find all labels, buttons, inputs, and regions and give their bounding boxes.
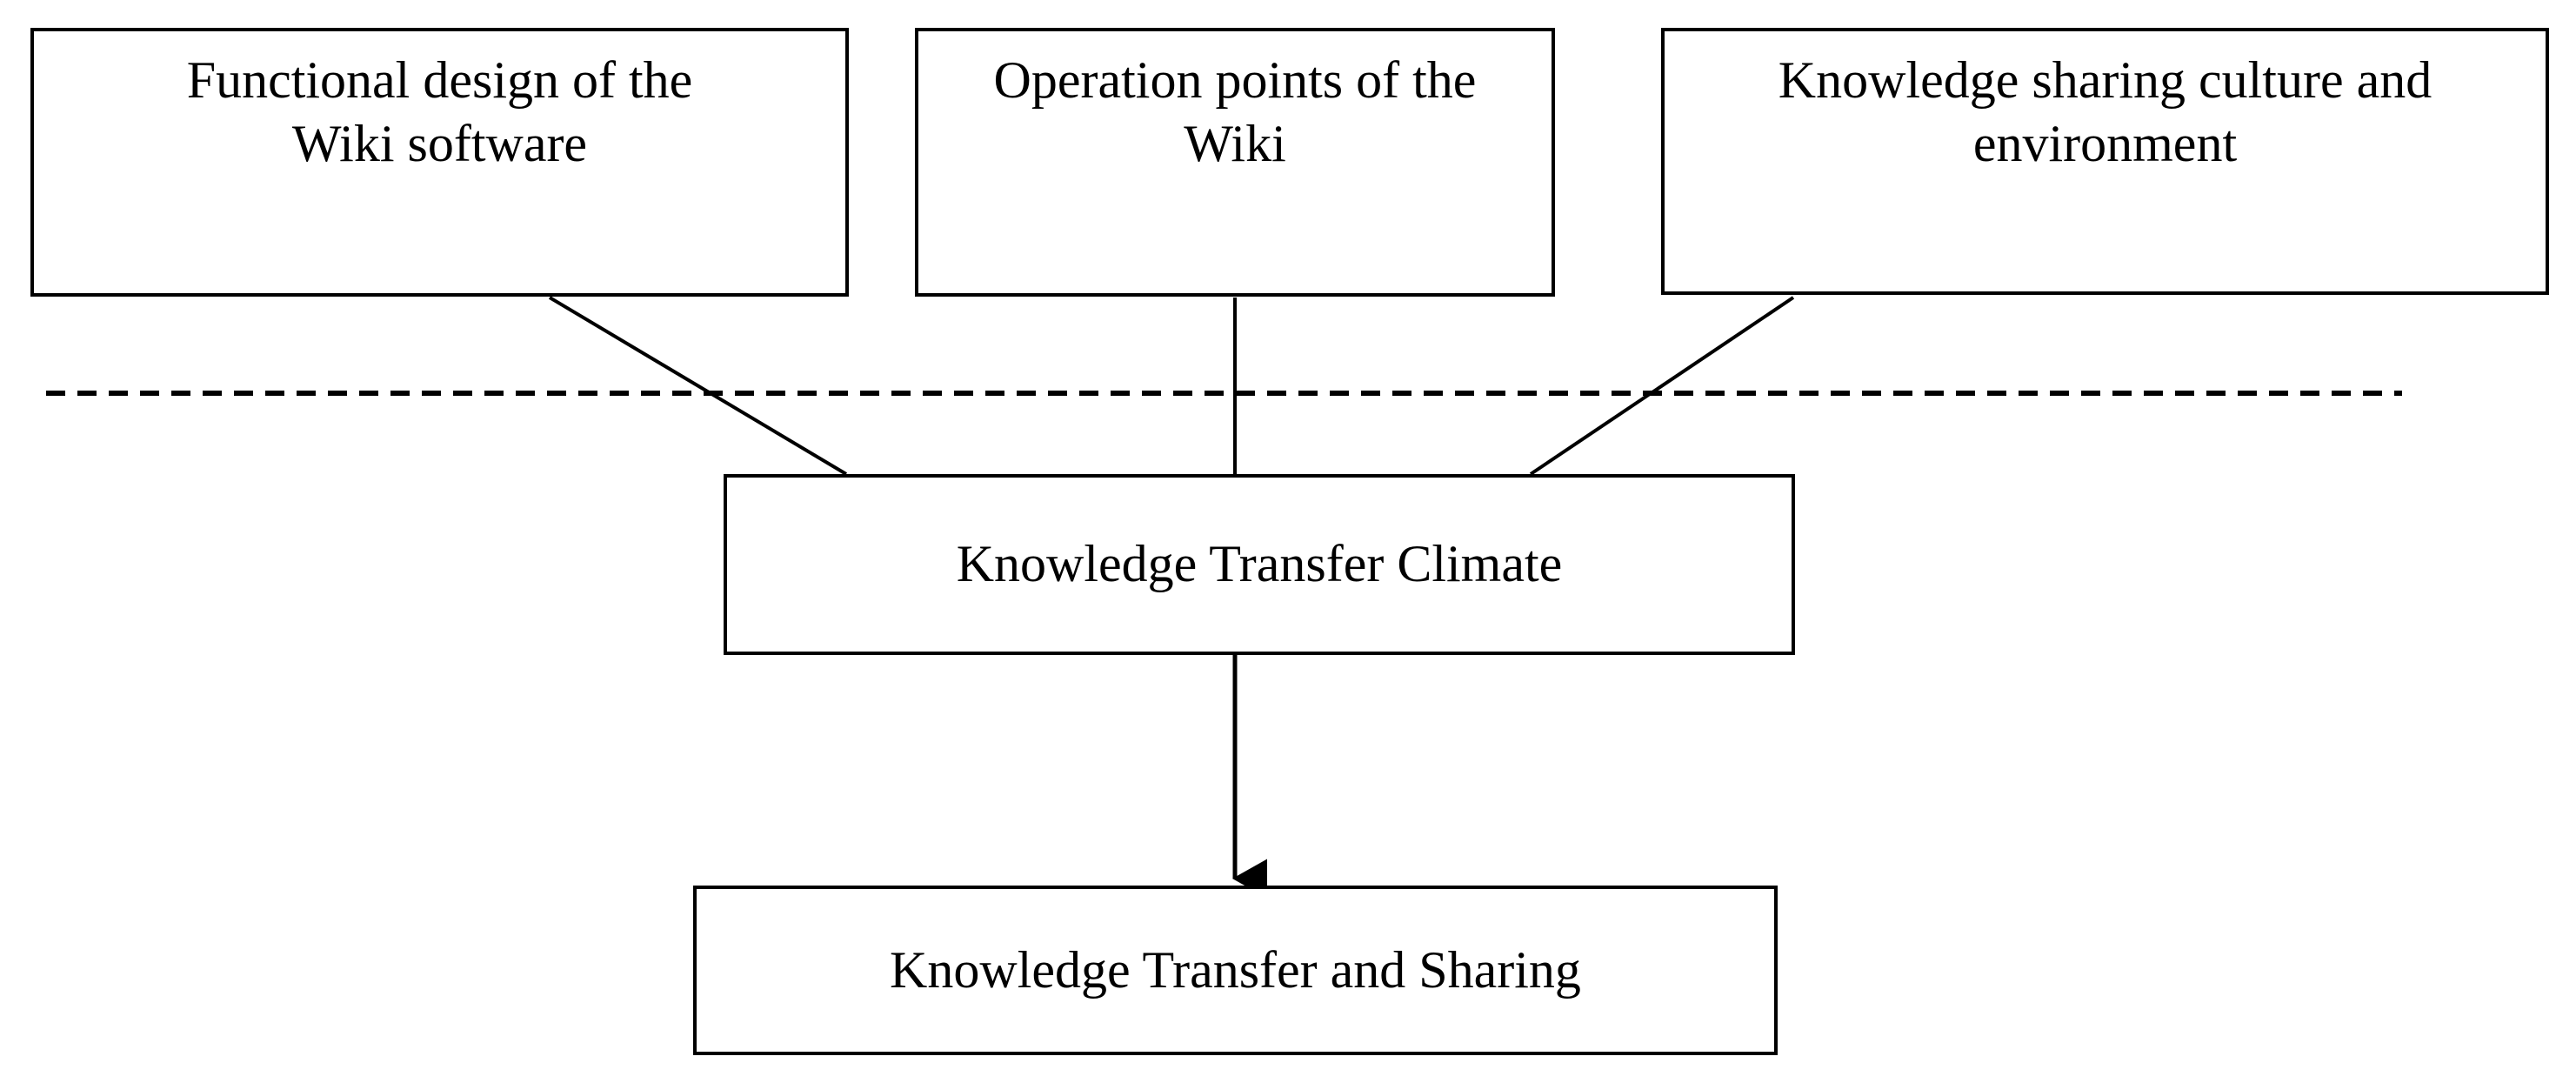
connector-sharing-culture-to-climate — [1529, 296, 1795, 476]
node-sharing-culture[interactable]: Knowledge sharing culture and environmen… — [1661, 28, 2549, 295]
node-operation-points-label: Operation points of the Wiki — [993, 51, 1477, 173]
node-transfer-sharing-label: Knowledge Transfer and Sharing — [890, 940, 1581, 999]
node-sharing-culture-label: Knowledge sharing culture and environmen… — [1778, 51, 2433, 173]
node-transfer-climate-label: Knowledge Transfer Climate — [956, 535, 1563, 593]
node-functional-design-label: Functional design of the Wiki software — [186, 51, 693, 173]
node-transfer-climate[interactable]: Knowledge Transfer Climate — [724, 474, 1795, 655]
node-transfer-sharing[interactable]: Knowledge Transfer and Sharing — [693, 886, 1778, 1055]
node-operation-points[interactable]: Operation points of the Wiki — [915, 28, 1555, 297]
node-functional-design[interactable]: Functional design of the Wiki software — [30, 28, 849, 297]
connector-functional-design-to-climate — [548, 296, 848, 476]
